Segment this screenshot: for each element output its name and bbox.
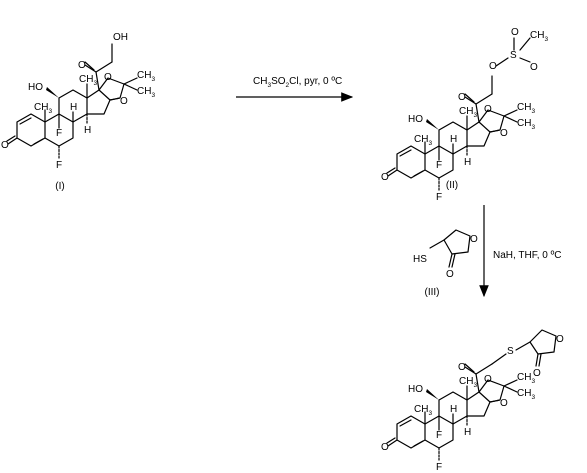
ketone-o-product: O xyxy=(458,362,466,373)
label-I: (I) xyxy=(55,181,64,192)
o-acetonide-a-II: O xyxy=(484,104,492,115)
compound-I: OH O HO O F F H H O O CH3 CH3 CH3 CH3 (I… xyxy=(1,32,155,192)
o-sulfonyl-a: O xyxy=(511,27,519,38)
compound-product: S O O O HO O F F H H O O CH3 CH3 CH3 CH3 xyxy=(381,329,564,473)
ch3-10-product: CH3 xyxy=(414,404,432,417)
hydroxyl-11-product: HO xyxy=(408,384,423,395)
hydroxyl-21: OH xyxy=(113,32,128,43)
fluoro-9-II: F xyxy=(436,160,442,171)
fluoro-6-product: F xyxy=(436,462,442,473)
o-sulfonyl-b: O xyxy=(530,62,538,73)
ketone-o-I: O xyxy=(78,60,86,71)
oxo-3-II: O xyxy=(381,172,389,183)
h-8-II: H xyxy=(450,134,457,145)
h-8-product: H xyxy=(450,404,457,415)
ch3-b-II: CH3 xyxy=(517,118,535,131)
ch3-13-product: CH3 xyxy=(459,376,477,389)
ch3-13-I: CH3 xyxy=(79,74,97,87)
o-acetonide-a-product: O xyxy=(484,374,492,385)
o-ester-II: O xyxy=(489,61,497,72)
label-II: (II) xyxy=(446,180,458,191)
o-acetonide-b-I: O xyxy=(120,96,128,107)
o-lactone-ring-product: O xyxy=(556,334,564,345)
h-8-I: H xyxy=(70,102,77,113)
ch3-a-I: CH3 xyxy=(137,70,155,83)
hs-group: HS xyxy=(413,254,427,265)
s-mesyl: S xyxy=(510,50,517,61)
fluoro-6-I: F xyxy=(56,160,62,171)
label-III: (III) xyxy=(425,287,440,298)
oxo-3-I: O xyxy=(1,140,9,151)
ch3-a-II: CH3 xyxy=(517,102,535,115)
compound-III: HS O O (III) xyxy=(413,229,478,298)
reagent-step1: CH3SO2Cl, pyr, 0 ºC xyxy=(253,76,342,89)
ch3-a-product: CH3 xyxy=(517,372,535,385)
oxo-3-product: O xyxy=(381,442,389,453)
h-14-I: H xyxy=(84,125,91,136)
s-thioether: S xyxy=(507,346,514,357)
ch3-10-I: CH3 xyxy=(34,102,52,115)
h-14-product: H xyxy=(464,427,471,438)
compound-II: O S O O CH3 O HO O F F H H O O CH3 CH3 C… xyxy=(381,27,548,203)
fluoro-9-I: F xyxy=(56,128,62,139)
ch3-b-I: CH3 xyxy=(137,86,155,99)
o-acetonide-b-product: O xyxy=(500,398,508,409)
fluoro-6-II: F xyxy=(436,192,442,203)
reagent-step2: NaH, THF, 0 ºC xyxy=(493,250,561,261)
hydroxyl-11-I: HO xyxy=(28,82,43,93)
ch3-10-II: CH3 xyxy=(414,134,432,147)
hydroxyl-11-II: HO xyxy=(408,114,423,125)
o-lactone-carbonyl: O xyxy=(446,269,454,280)
h-14-II: H xyxy=(464,157,471,168)
o-lactone-carbonyl-product: O xyxy=(533,368,541,379)
o-lactone-ring: O xyxy=(470,234,478,245)
ch3-b-product: CH3 xyxy=(517,388,535,401)
ch3-mesyl: CH3 xyxy=(530,30,548,43)
o-acetonide-b-II: O xyxy=(500,128,508,139)
ch3-13-II: CH3 xyxy=(459,106,477,119)
fluoro-9-product: F xyxy=(436,430,442,441)
o-acetonide-a-I: O xyxy=(104,72,112,83)
ketone-o-II: O xyxy=(458,92,466,103)
